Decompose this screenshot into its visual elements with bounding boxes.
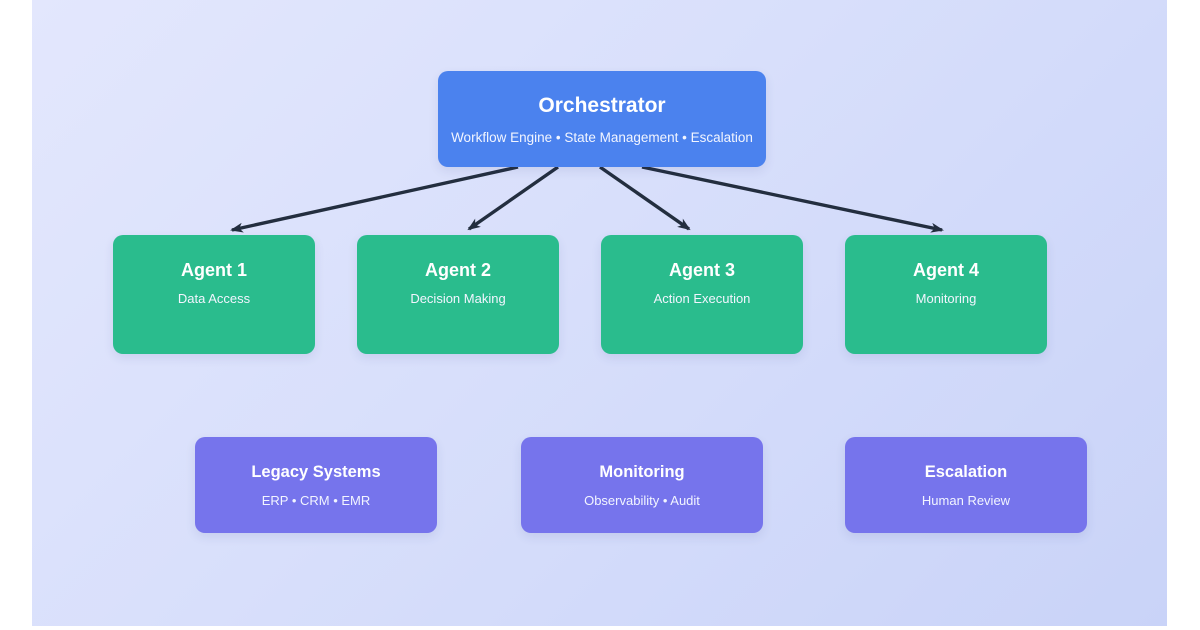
agent-1-title: Agent 1 (180, 260, 247, 280)
monitoring-node: Monitoring Observability • Audit (521, 437, 763, 533)
agent-1-subtitle: Data Access (177, 291, 251, 306)
escalation-title: Escalation (924, 463, 1008, 481)
legacy-systems-node: Legacy Systems ERP • CRM • EMR (195, 437, 437, 533)
agent-2-subtitle: Decision Making (410, 291, 506, 306)
orchestrator-node: Orchestrator Workflow Engine • State Man… (438, 71, 766, 167)
legacy-systems-subtitle: ERP • CRM • EMR (261, 493, 371, 508)
agent-4-subtitle: Monitoring (915, 291, 977, 306)
agent-4-title: Agent 4 (912, 260, 979, 280)
legacy-systems-title: Legacy Systems (251, 463, 381, 481)
escalation-subtitle: Human Review (921, 493, 1011, 508)
agent-3-title: Agent 3 (668, 260, 735, 280)
orchestrator-title: Orchestrator (538, 93, 666, 117)
orchestrator-subtitle: Workflow Engine • State Management • Esc… (451, 129, 753, 145)
monitoring-title: Monitoring (599, 463, 685, 481)
escalation-node: Escalation Human Review (845, 437, 1087, 533)
agent-4-node: Agent 4 Monitoring (845, 235, 1047, 354)
monitoring-subtitle: Observability • Audit (584, 493, 700, 508)
agent-1-node: Agent 1 Data Access (113, 235, 315, 354)
agent-2-node: Agent 2 Decision Making (357, 235, 559, 354)
agent-3-node: Agent 3 Action Execution (601, 235, 803, 354)
agent-2-title: Agent 2 (424, 260, 491, 280)
agent-3-subtitle: Action Execution (653, 291, 751, 306)
